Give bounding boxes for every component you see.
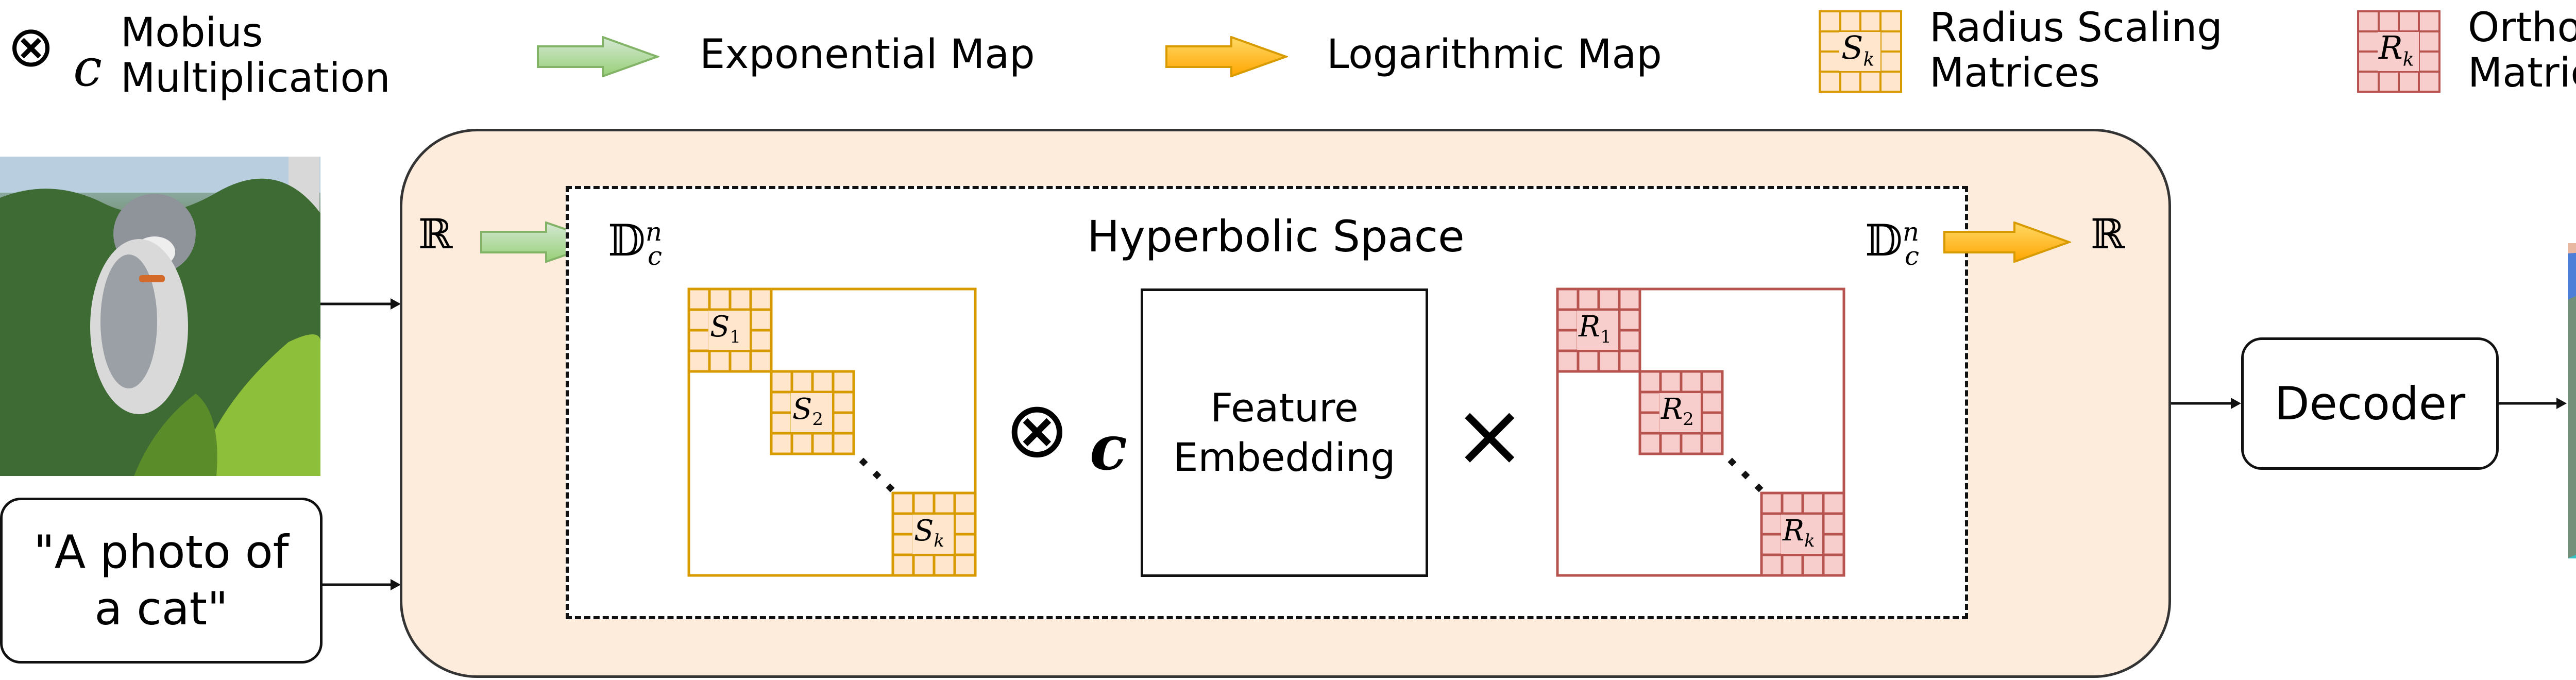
mobius-subscript: c: [73, 38, 103, 98]
scaling-block-2-label: S2: [792, 393, 824, 430]
multiplication-operator-icon: ×: [1453, 384, 1527, 486]
mobius-icon: ⊗: [7, 13, 55, 79]
text-prompt-box: "A photo of a cat": [0, 498, 323, 664]
mobius-operator-subscript: c: [1090, 412, 1128, 484]
rotation-block-1: [1556, 287, 1641, 373]
rotation-symbol: Rk: [2379, 29, 2414, 71]
scaling-block-k-label: Sk: [914, 514, 944, 552]
feature-embedding-box: Feature Embedding: [1141, 288, 1428, 577]
text-to-model-arrow-icon: [323, 579, 401, 590]
real-space-output-symbol: ℝ: [2091, 210, 2125, 258]
text-prompt: "A photo of a cat": [33, 525, 289, 635]
input-cat-image: [0, 157, 320, 476]
scaling-block-k: [891, 491, 977, 577]
cat-illustration: [0, 157, 320, 476]
rotation-block-1-label: R1: [1579, 310, 1612, 348]
diagonal-ellipsis: [859, 457, 895, 492]
rotation-block-k-label: Rk: [1783, 514, 1815, 552]
radius-scaling-label-line1: Radius Scaling: [1929, 5, 2223, 51]
logarithmic-map-label: Logarithmic Map: [1327, 31, 1662, 78]
scaling-block-1-label: S1: [710, 310, 741, 348]
output-segmentation-image: sky-other mountain building-other tree c…: [2568, 243, 2576, 558]
disk-input-symbol: 𝔻nc: [608, 215, 663, 271]
legend: ⊗ c Mobius Multiplication Exponential Ma…: [0, 0, 2576, 118]
decoder-box: Decoder: [2241, 337, 2499, 470]
orthogonal-rotation-label-line1: Orthogonal Rotation: [2468, 5, 2576, 51]
rotation-block-k: [1760, 491, 1845, 577]
orthogonal-rotation-label-line2: Matrices: [2468, 50, 2576, 96]
logarithmic-map-arrow-icon: [1165, 36, 1288, 77]
orthogonal-rotation-matrix: R1 R2 Rk: [1556, 287, 1845, 577]
exponential-map-arrow-icon: [537, 36, 659, 77]
exponential-map-label: Exponential Map: [700, 31, 1035, 78]
disk-output-symbol: 𝔻nc: [1865, 215, 1920, 271]
radius-scaling-matrix-icon: Sk: [1819, 10, 1902, 93]
rotation-block-2-label: R2: [1661, 393, 1694, 430]
decoder-to-output-arrow-icon: [2499, 398, 2567, 409]
mobius-label-line1: Mobius: [121, 10, 263, 56]
mobius-multiplication-operator-icon: ⊗: [1005, 385, 1070, 475]
mobius-label-line2: Multiplication: [121, 55, 391, 101]
scaling-block-1: [687, 287, 773, 373]
hyperbolic-space-title: Hyperbolic Space: [1087, 211, 1465, 262]
real-space-input-symbol: ℝ: [418, 210, 453, 258]
feature-embedding-label-line2: Embedding: [1173, 434, 1396, 480]
rotation-block-2: [1638, 370, 1724, 455]
radius-scaling-matrix: S1 S2 Sk: [687, 287, 977, 577]
orthogonal-rotation-matrix-icon: Rk: [2357, 10, 2441, 93]
image-to-model-arrow-icon: [320, 298, 401, 310]
scaling-block-2: [770, 370, 855, 455]
model-to-decoder-arrow-icon: [2171, 398, 2241, 409]
radius-symbol: Sk: [1841, 29, 1875, 71]
feature-embedding-label-line1: Feature: [1210, 385, 1359, 431]
radius-scaling-label-line2: Matrices: [1929, 50, 2100, 96]
decoder-label: Decoder: [2274, 377, 2466, 430]
logarithmic-map-arrow-icon: [1943, 222, 2071, 263]
